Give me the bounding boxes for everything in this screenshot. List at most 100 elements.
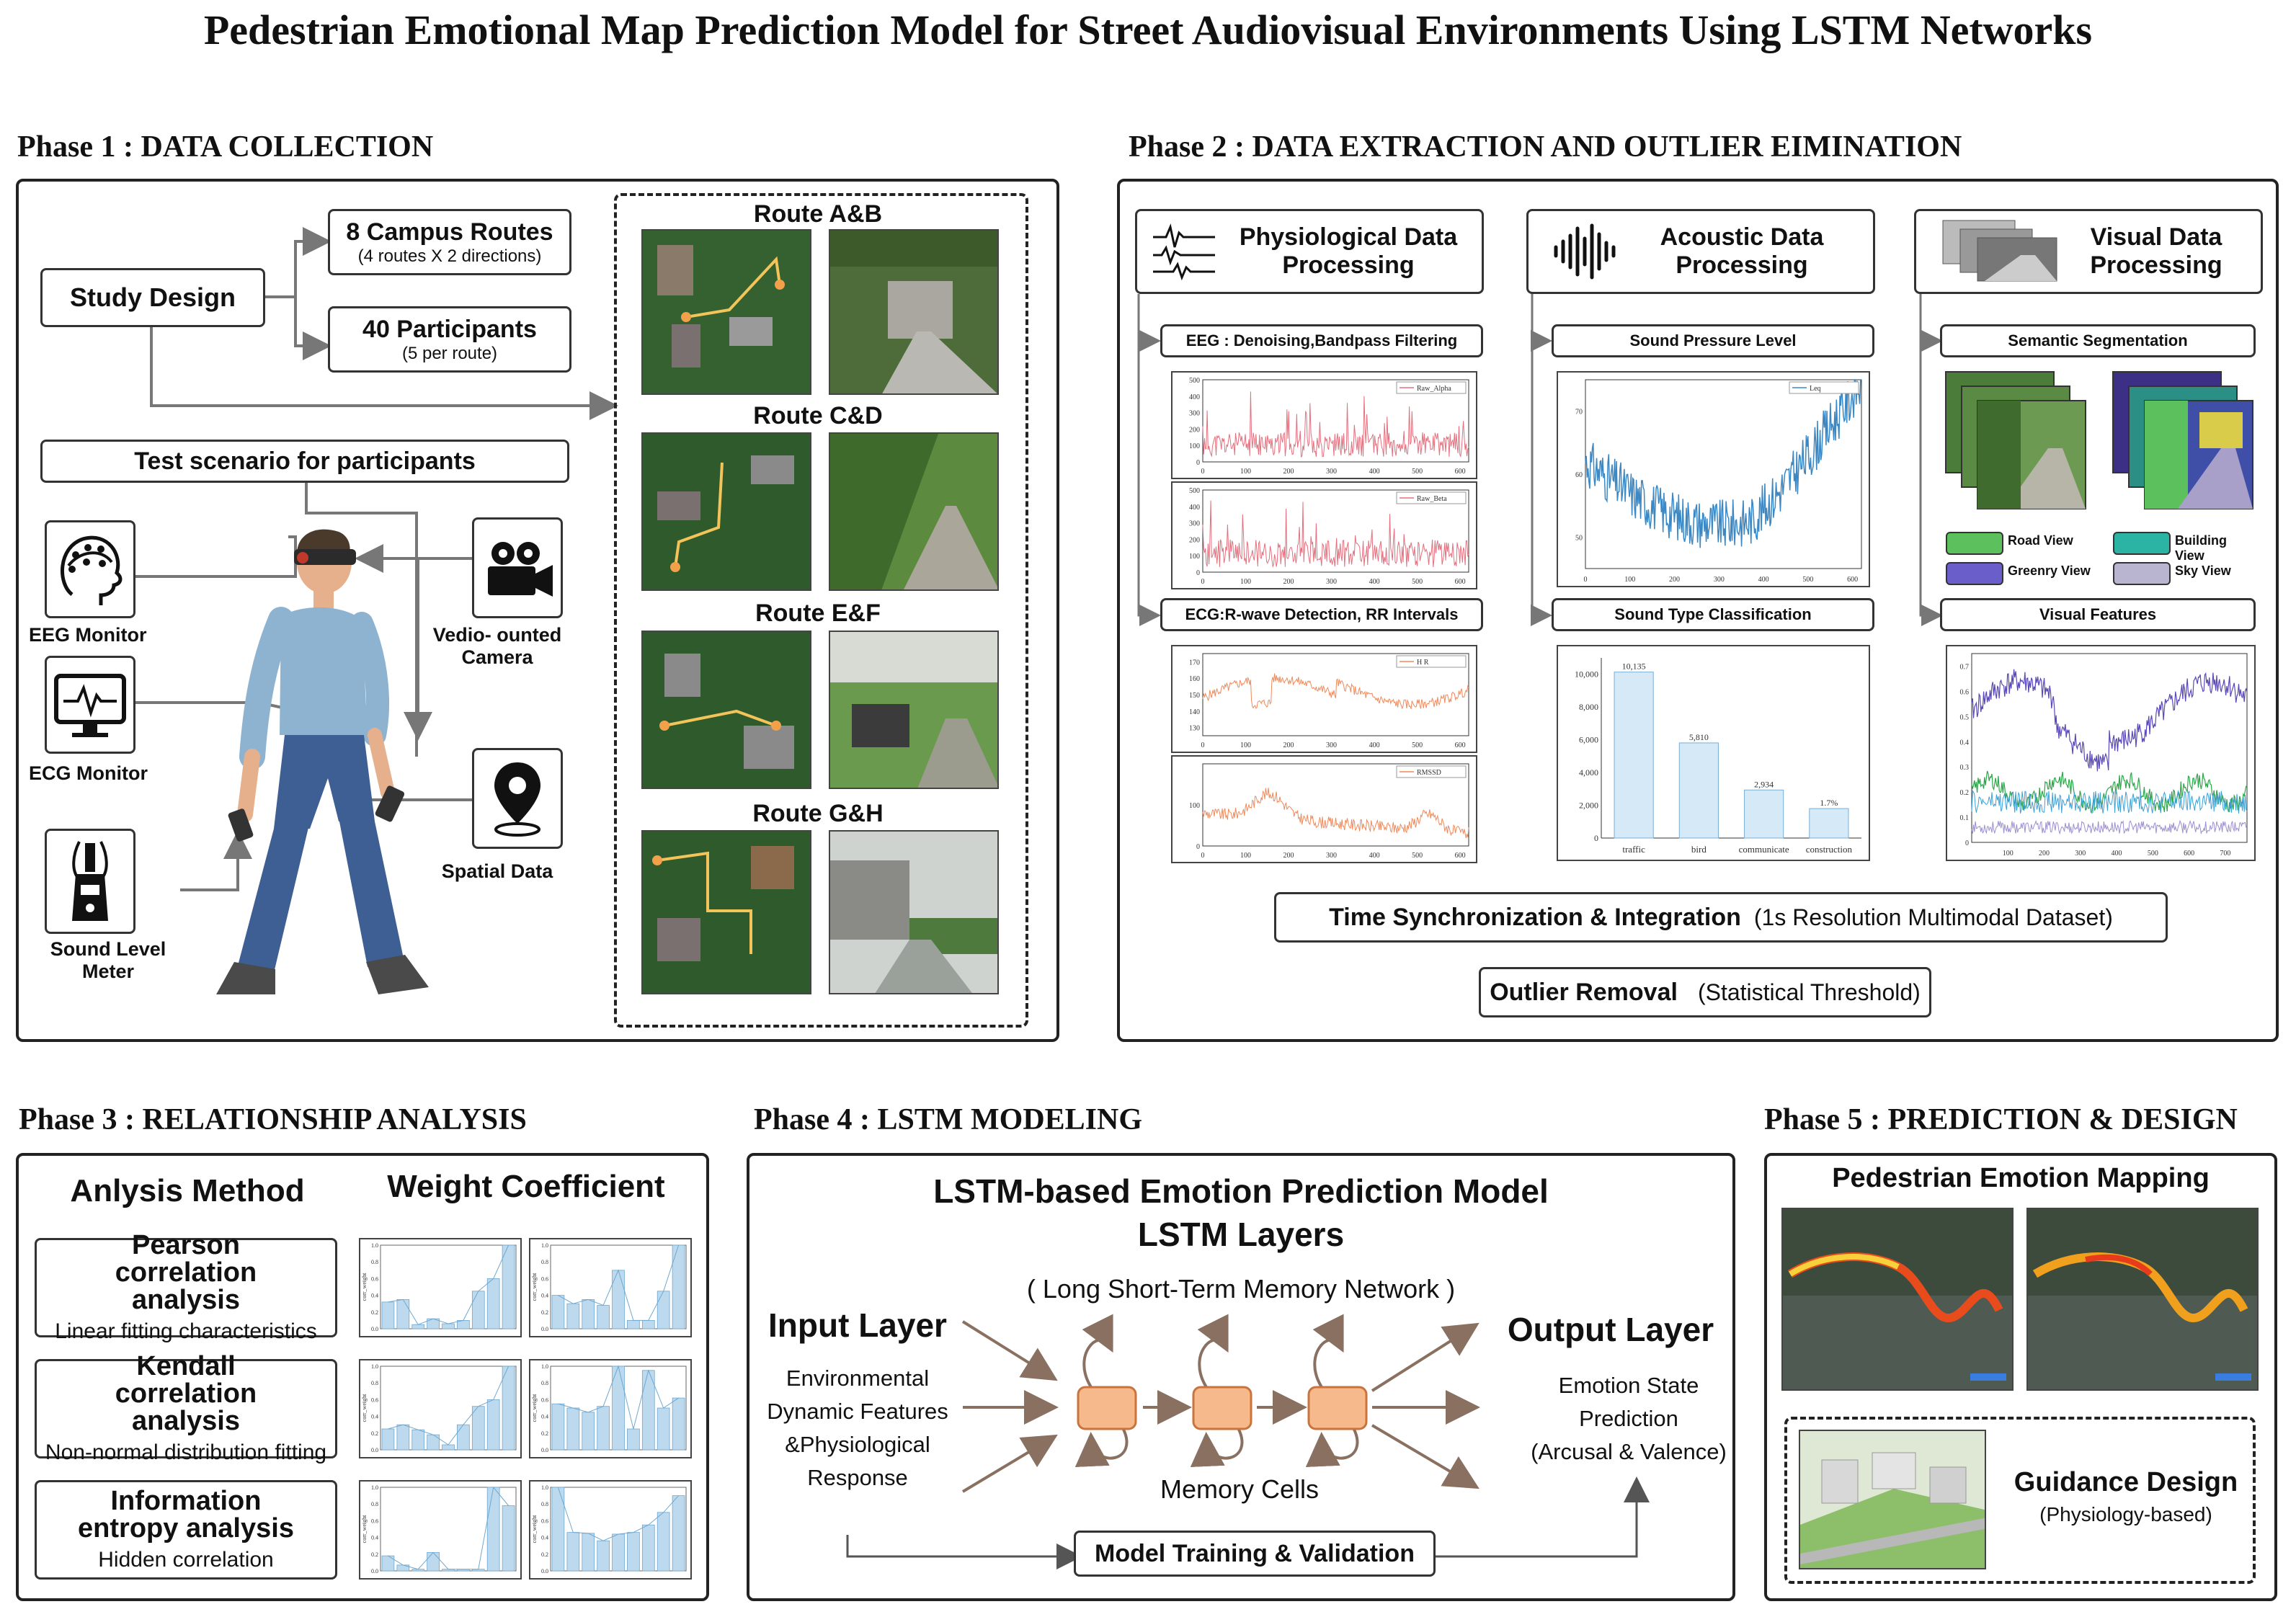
study-design-box: Study Design	[40, 268, 265, 327]
series-line-3	[1971, 819, 2248, 835]
x-tick-label: 300	[1326, 741, 1337, 749]
x-tick-label: 400	[1369, 468, 1380, 476]
sound-wave-icon	[1554, 223, 1616, 280]
outlier-main: Outlier Removal	[1490, 978, 1678, 1006]
y-tick-label: 0	[1594, 833, 1598, 843]
y-tick-label: 0.2	[541, 1551, 548, 1558]
campus-routes-title: 8 Campus Routes	[346, 218, 553, 246]
x-tick-label: 600	[1455, 468, 1466, 476]
weight-trend-line	[388, 1366, 510, 1446]
sync-main: Time Synchronization & Integration	[1329, 903, 1741, 931]
series-line-2	[1971, 789, 2248, 814]
x-tick-label: 500	[1412, 852, 1423, 860]
kendall-title: Kendall correlation analysis	[115, 1351, 257, 1436]
campus-routes-box: 8 Campus Routes (4 routes X 2 directions…	[328, 209, 571, 275]
x-tick-label: 100	[1624, 576, 1635, 584]
y-tick-label: 0.0	[541, 1326, 548, 1332]
x-tick-label-traffic: traffic	[1622, 844, 1645, 855]
route-label-ef: Route E&F	[755, 600, 881, 627]
y-tick-label: 200	[1189, 536, 1200, 544]
x-tick-label: 400	[1369, 741, 1380, 749]
y-tick-label: 500	[1189, 377, 1200, 385]
legend-swatch-building	[2113, 532, 2171, 555]
route-ab-photo	[829, 229, 999, 395]
weight-bar	[641, 1524, 655, 1572]
guidance-title: Guidance Design	[2014, 1467, 2238, 1497]
x-tick-label: 400	[1369, 852, 1380, 860]
eeg-label: EEG Monitor	[29, 624, 147, 646]
weight-bar	[502, 1244, 515, 1329]
weight-bar	[582, 1299, 595, 1329]
x-tick-label: 300	[2075, 850, 2086, 858]
weight-bar	[612, 1366, 625, 1451]
y-tick-label: 0.0	[371, 1326, 378, 1332]
y-axis-label: corr_weight	[361, 1515, 368, 1543]
sound-meter-label: Sound Level Meter	[50, 938, 166, 982]
weight-bar	[486, 1399, 500, 1451]
input-layer-title: Input Layer	[768, 1306, 947, 1344]
y-axis-label: corr_weight	[531, 1515, 538, 1543]
weight-bar	[396, 1299, 410, 1329]
y-tick-label: 0.8	[541, 1259, 548, 1265]
page-title: Pedestrian Emotional Map Prediction Mode…	[203, 6, 2093, 53]
emotion-map-2	[2026, 1208, 2259, 1391]
x-tick-label: 0	[1584, 576, 1588, 584]
y-tick-label: 8,000	[1579, 702, 1598, 712]
y-tick-label: 500	[1189, 487, 1200, 495]
model-title-2: LSTM Layers	[1137, 1216, 1345, 1253]
weight-bar	[411, 1429, 425, 1451]
physio-header: Physiological Data Processing	[1135, 209, 1484, 294]
legend-box	[1396, 655, 1467, 668]
y-tick-label: 0.6	[541, 1275, 548, 1282]
weight-bar	[627, 1428, 640, 1451]
y-tick-label: 0.2	[371, 1551, 378, 1558]
weight-bar	[566, 1303, 580, 1329]
legend-label: H R	[1417, 659, 1429, 667]
weight-bar	[427, 1552, 440, 1572]
weight-trend-line	[557, 1487, 679, 1541]
seg-step-box: Semantic Segmentation	[1940, 324, 2256, 357]
y-tick-label: 0.2	[541, 1309, 548, 1316]
eeg-step-label: EEG : Denoising,Bandpass Filtering	[1185, 331, 1458, 349]
weight-bar	[396, 1424, 410, 1451]
weight-bar	[502, 1505, 515, 1572]
training-label: Model Training & Validation	[1095, 1539, 1415, 1567]
legend-box	[1396, 381, 1467, 394]
emotion-mapping-title: Pedestrian Emotion Mapping	[1832, 1163, 2210, 1193]
spatial-label: Spatial Data	[441, 860, 553, 882]
y-tick-label: 0.2	[371, 1430, 378, 1437]
phase2-heading: Phase 2 : DATA EXTRACTION AND OUTLIER EI…	[1129, 130, 1962, 164]
y-tick-label: 300	[1189, 410, 1200, 418]
y-tick-label: 0.4	[541, 1414, 548, 1420]
weight-bar	[411, 1324, 425, 1329]
participants-box: 40 Participants (5 per route)	[328, 306, 571, 373]
y-tick-label: 0.4	[1960, 739, 1970, 747]
weight-bar	[627, 1320, 640, 1329]
legend-road-label: Road View	[2008, 533, 2073, 548]
weight-bar	[597, 1406, 610, 1451]
memory-cell-2	[1192, 1386, 1252, 1430]
weight-bar	[427, 1434, 440, 1451]
weight-trend-line	[388, 1244, 510, 1325]
weight-bar	[471, 1406, 485, 1451]
y-tick-label: 100	[1189, 442, 1200, 450]
x-tick-label: 0	[1201, 468, 1205, 476]
y-tick-label: 100	[1189, 553, 1200, 561]
x-tick-label: 0	[1201, 741, 1205, 749]
output-layer-text: Emotion State Prediction (Arcusal & Vale…	[1521, 1369, 1737, 1469]
weight-bar	[486, 1487, 500, 1572]
y-tick-label: 1.0	[541, 1484, 548, 1491]
x-tick-label: 700	[2220, 850, 2230, 858]
legend-swatch-sky	[2113, 562, 2171, 585]
input-text-3: &Physiological	[785, 1432, 930, 1457]
weight-trend-line	[558, 1365, 679, 1430]
weight-bar	[471, 1291, 485, 1329]
visual-title: Visual Data Processing	[2090, 223, 2222, 279]
